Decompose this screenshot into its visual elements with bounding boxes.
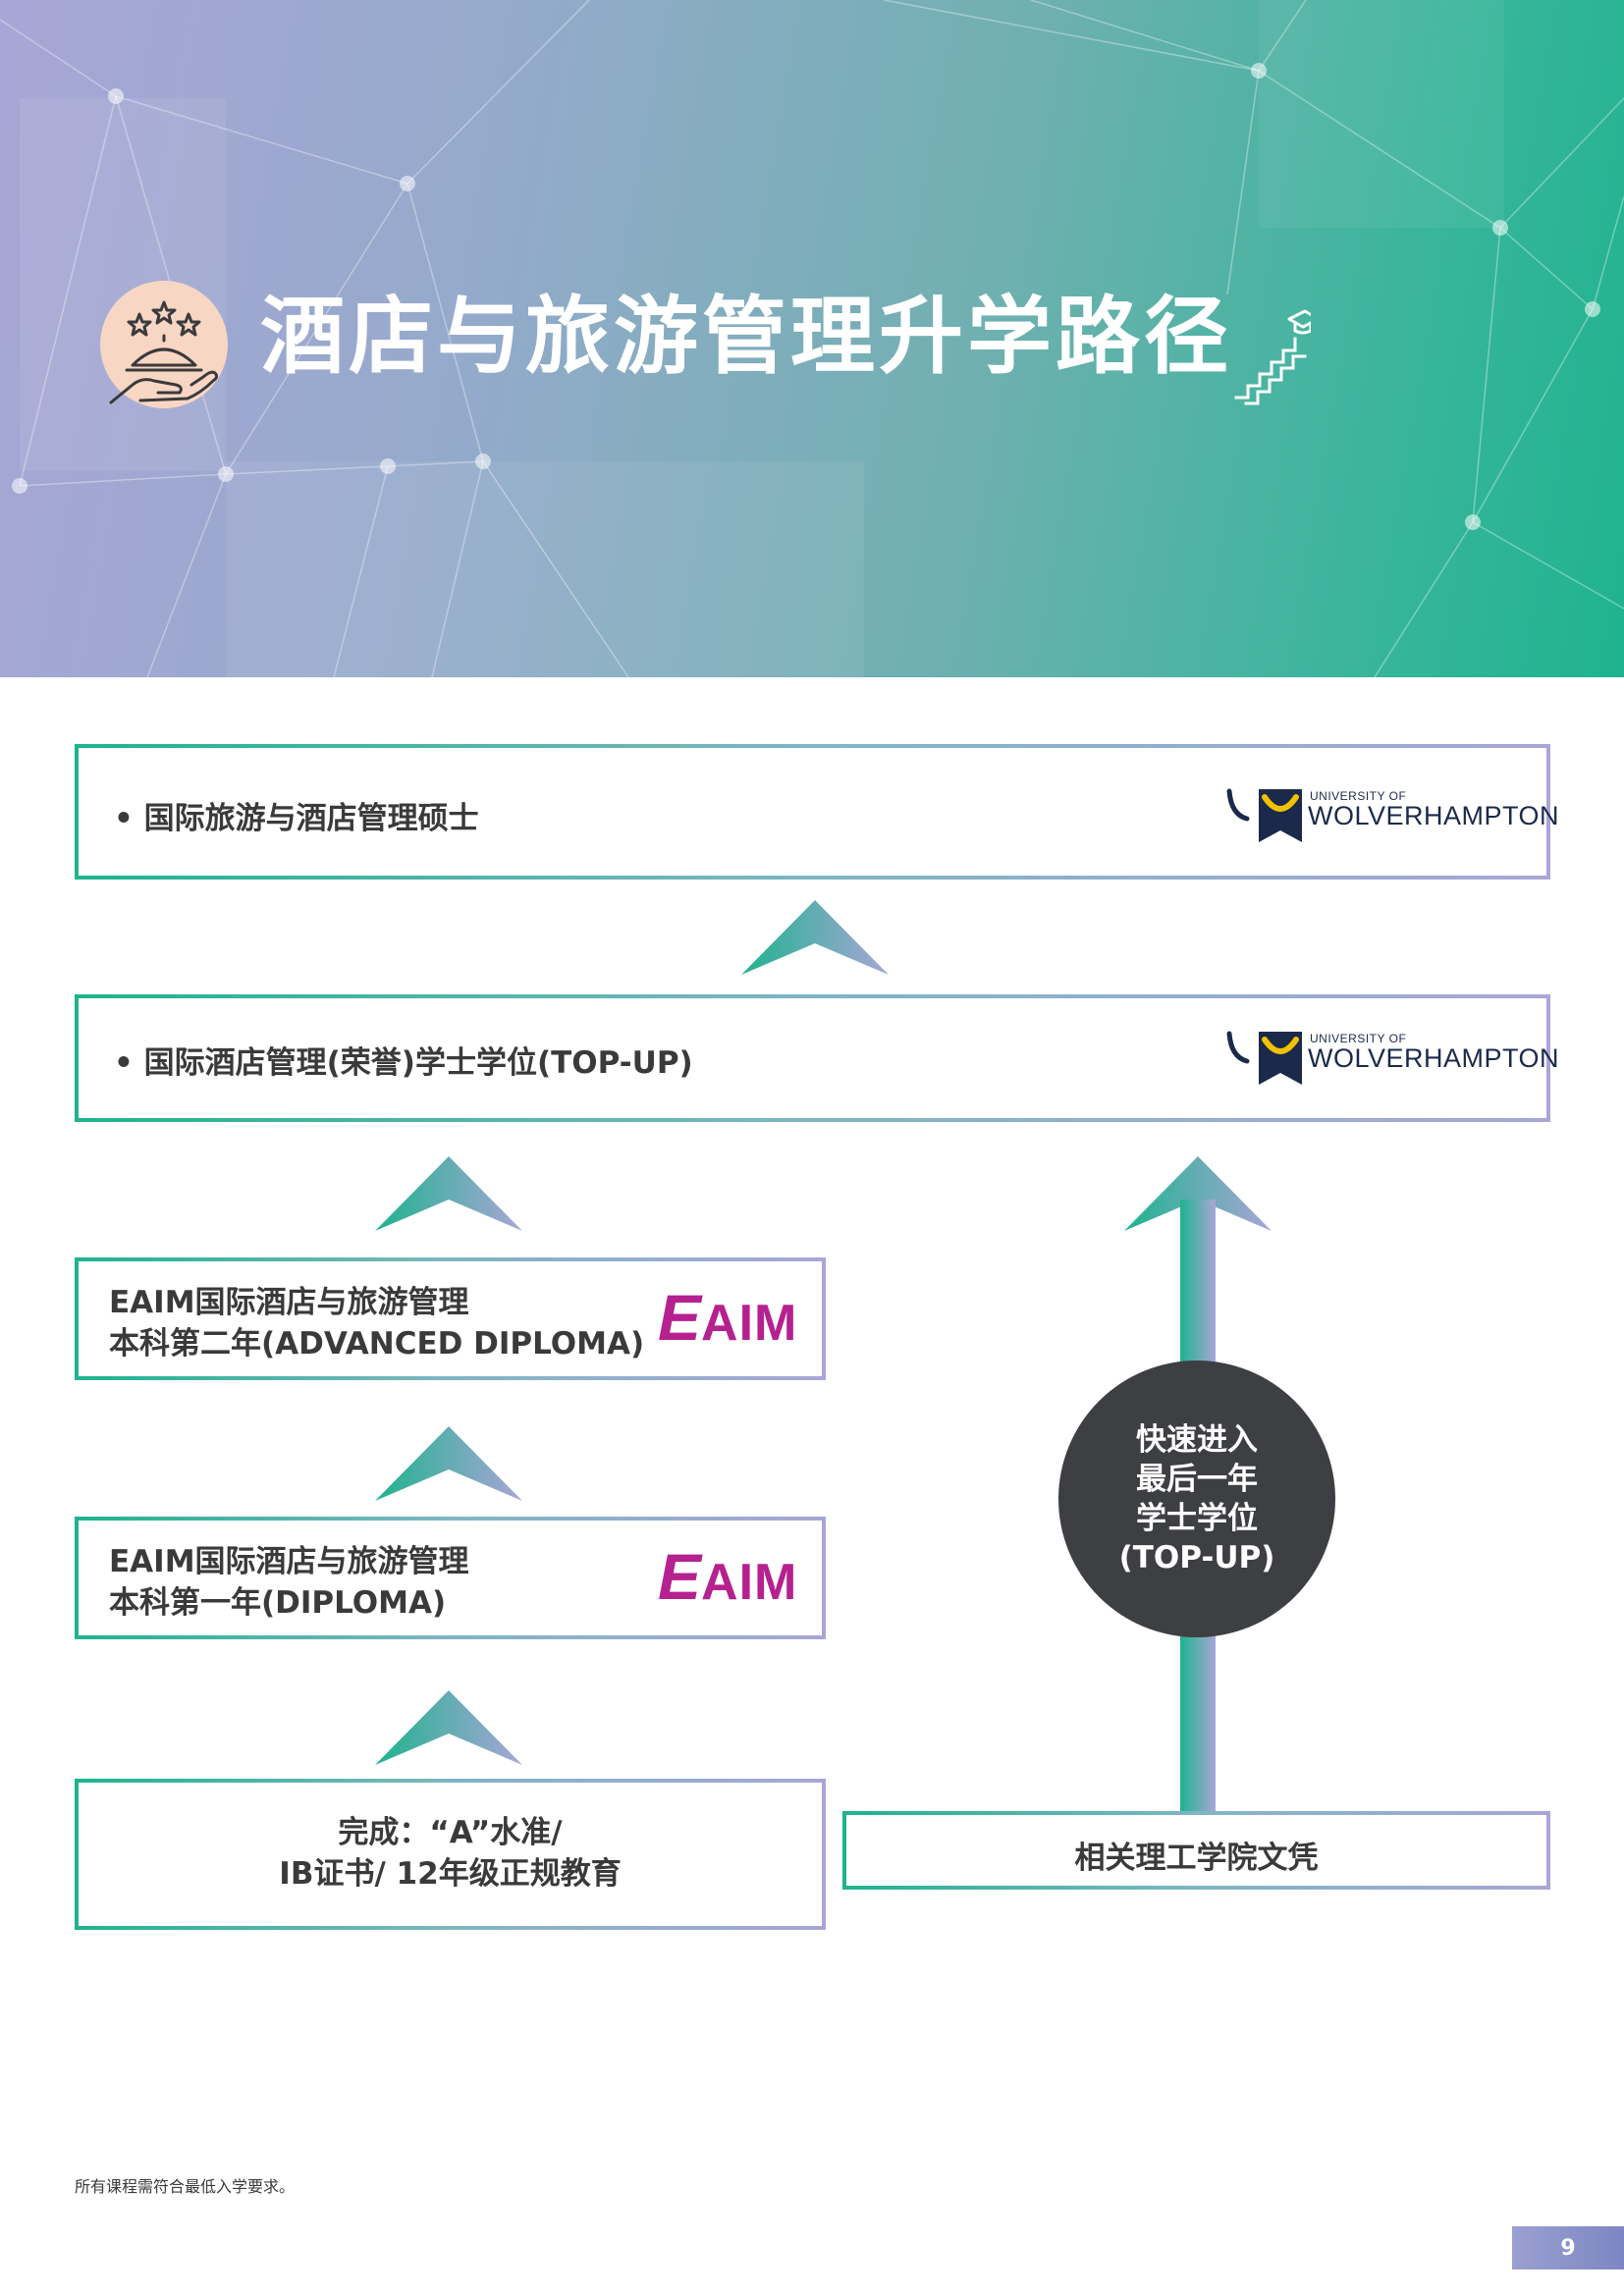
page-number: 9 <box>1512 2226 1624 2269</box>
eaim-logo: EAIM <box>658 1285 797 1350</box>
wolverhampton-logo: UNIVERSITY OF WOLVERHAMPTON <box>1225 1024 1559 1093</box>
fast-track-text: 快速进入 最后一年 学士学位 (TOP-UP) <box>1119 1420 1275 1577</box>
wolverhampton-crest-icon <box>1226 788 1302 842</box>
eaim-year2-line2: 本科第二年(ADVANCED DIPLOMA) <box>109 1326 645 1362</box>
topup-degree-box: • 国际酒店管理(荣誉)学士学位(TOP-UP) UNIVERSITY OF W… <box>75 994 1559 1122</box>
eaim-year2-label: EAIM国际酒店与旅游管理 本科第二年(ADVANCED DIPLOMA) <box>109 1282 644 1364</box>
topup-degree-label: • 国际酒店管理(荣誉)学士学位(TOP-UP) <box>114 1045 693 1081</box>
masters-degree-box: • 国际旅游与酒店管理硕士 UNIVERSITY OF WOLVERHAMPTO… <box>75 744 1559 880</box>
hotel-service-bell-icon <box>109 300 219 404</box>
page-title: 酒店与旅游管理升学路径 <box>260 288 1232 386</box>
polytechnic-diploma-box: 相关理工学院文凭 <box>842 1811 1550 1890</box>
network-background-graphic <box>0 0 1624 677</box>
eaim-logo-rest: AIM <box>701 1554 798 1611</box>
entry-requirements-label: 完成：“A”水准/ IB证书/ 12年级正规教育 <box>79 1812 822 1895</box>
up-arrow-icon <box>375 1426 522 1501</box>
eaim-year1-box: EAIM国际酒店与旅游管理 本科第一年(DIPLOMA) EAIM <box>75 1517 826 1639</box>
entry-requirements-line1: 完成：“A”水准/ <box>338 1815 563 1850</box>
eaim-logo-rest: AIM <box>701 1295 798 1352</box>
eaim-logo-e: E <box>658 1540 702 1613</box>
polytechnic-diploma-label: 相关理工学院文凭 <box>1074 1841 1319 1876</box>
up-arrow-icon <box>375 1156 522 1231</box>
up-arrow-icon <box>375 1690 522 1765</box>
eaim-logo: EAIM <box>658 1544 797 1609</box>
masters-degree-label: • 国际旅游与酒店管理硕士 <box>114 801 479 836</box>
up-arrow-icon <box>741 900 889 975</box>
eaim-year1-label: EAIM国际酒店与旅游管理 本科第一年(DIPLOMA) <box>109 1541 469 1624</box>
fast-track-line: 最后一年 <box>1136 1462 1258 1497</box>
entry-requirements-box: 完成：“A”水准/ IB证书/ 12年级正规教育 <box>75 1779 826 1930</box>
entry-requirements-line2: IB证书/ 12年级正规教育 <box>279 1856 622 1892</box>
eaim-logo-e: E <box>658 1281 702 1354</box>
graduation-stairs-icon <box>1234 309 1311 405</box>
eaim-year1-line2: 本科第一年(DIPLOMA) <box>109 1585 447 1621</box>
wolverhampton-crest-icon <box>1226 1031 1302 1085</box>
eaim-year2-line1: EAIM国际酒店与旅游管理 <box>109 1285 469 1320</box>
wolverhampton-logo-name: WOLVERHAMPTON <box>1308 801 1560 830</box>
header-banner: 酒店与旅游管理升学路径 <box>0 0 1624 677</box>
wolverhampton-logo-name: WOLVERHAMPTON <box>1308 1043 1560 1073</box>
wolverhampton-logo-small-text: UNIVERSITY OF <box>1310 1032 1407 1045</box>
fast-track-badge: 快速进入 最后一年 学士学位 (TOP-UP) <box>1058 1361 1335 1637</box>
footnote: 所有课程需符合最低入学要求。 <box>75 2177 296 2196</box>
eaim-year2-box: EAIM国际酒店与旅游管理 本科第二年(ADVANCED DIPLOMA) EA… <box>75 1257 826 1380</box>
fast-track-line: (TOP-UP) <box>1118 1540 1275 1575</box>
wolverhampton-logo-small-text: UNIVERSITY OF <box>1310 789 1407 803</box>
wolverhampton-logo: UNIVERSITY OF WOLVERHAMPTON <box>1225 781 1559 850</box>
fast-track-line: 快速进入 <box>1136 1422 1258 1458</box>
fast-track-line: 学士学位 <box>1136 1501 1258 1536</box>
eaim-year1-line1: EAIM国际酒店与旅游管理 <box>109 1544 469 1579</box>
